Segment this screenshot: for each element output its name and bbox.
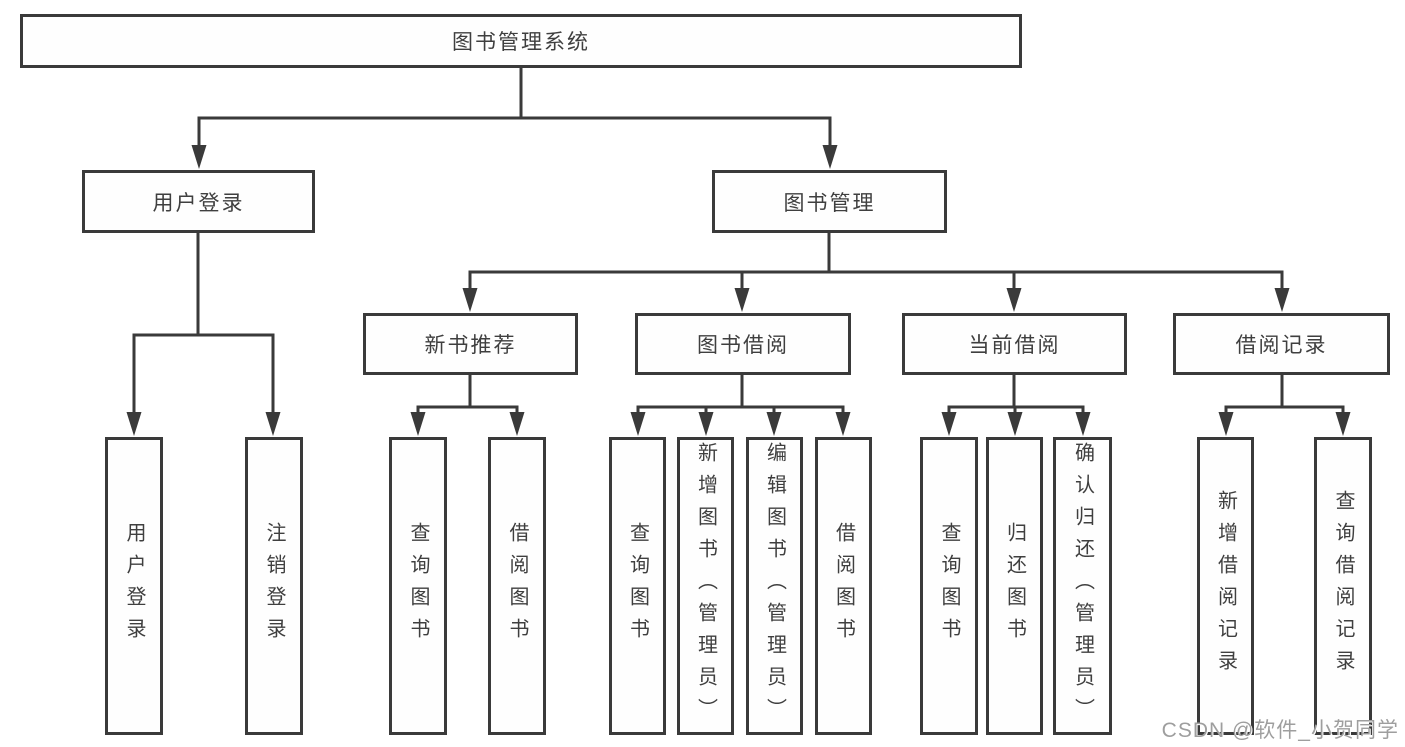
leaf-logout: 注销登录 bbox=[245, 437, 303, 735]
leaf-edit-book-admin: 编辑图书（管理员） bbox=[746, 437, 803, 735]
leaf-query-books-borrow: 查询图书 bbox=[609, 437, 666, 735]
leaf-user-login-label: 用户登录 bbox=[123, 522, 145, 650]
leaf-query-books-recommend: 查询图书 bbox=[389, 437, 447, 735]
leaf-borrow-books-label: 借阅图书 bbox=[832, 522, 855, 650]
leaf-return-book: 归还图书 bbox=[986, 437, 1043, 735]
leaf-logout-label: 注销登录 bbox=[263, 522, 285, 650]
watermark: CSDN @软件_小贺同学 bbox=[1161, 719, 1399, 742]
leaf-confirm-return-admin: 确认归还（管理员） bbox=[1053, 437, 1112, 735]
leaf-confirm-return-admin-label: 确认归还（管理员） bbox=[1071, 442, 1094, 730]
arrowheads bbox=[126, 145, 1351, 436]
node-new-book-recommend: 新书推荐 bbox=[363, 313, 578, 375]
node-book-management: 图书管理 bbox=[712, 170, 947, 233]
leaf-borrow-books: 借阅图书 bbox=[815, 437, 872, 735]
node-current-borrow: 当前借阅 bbox=[902, 313, 1127, 375]
node-user-login: 用户登录 bbox=[82, 170, 315, 233]
leaf-query-borrow-record: 查询借阅记录 bbox=[1314, 437, 1372, 735]
leaf-query-books-recommend-label: 查询图书 bbox=[407, 522, 429, 650]
node-book-borrow: 图书借阅 bbox=[635, 313, 851, 375]
leaf-query-books-current-label: 查询图书 bbox=[938, 522, 960, 650]
leaf-add-book-admin-label: 新增图书（管理员） bbox=[694, 442, 717, 730]
leaf-query-books-current: 查询图书 bbox=[920, 437, 978, 735]
leaf-return-book-label: 归还图书 bbox=[1003, 522, 1026, 650]
leaf-query-books-borrow-label: 查询图书 bbox=[626, 522, 649, 650]
leaf-user-login: 用户登录 bbox=[105, 437, 163, 735]
leaf-borrow-books-recommend: 借阅图书 bbox=[488, 437, 546, 735]
node-root: 图书管理系统 bbox=[20, 14, 1022, 68]
node-borrow-records: 借阅记录 bbox=[1173, 313, 1390, 375]
leaf-edit-book-admin-label: 编辑图书（管理员） bbox=[763, 442, 786, 730]
leaf-add-borrow-record: 新增借阅记录 bbox=[1197, 437, 1254, 735]
leaf-add-book-admin: 新增图书（管理员） bbox=[677, 437, 734, 735]
leaf-query-borrow-record-label: 查询借阅记录 bbox=[1332, 490, 1354, 682]
leaf-add-borrow-record-label: 新增借阅记录 bbox=[1214, 490, 1237, 682]
leaf-borrow-books-recommend-label: 借阅图书 bbox=[506, 522, 528, 650]
